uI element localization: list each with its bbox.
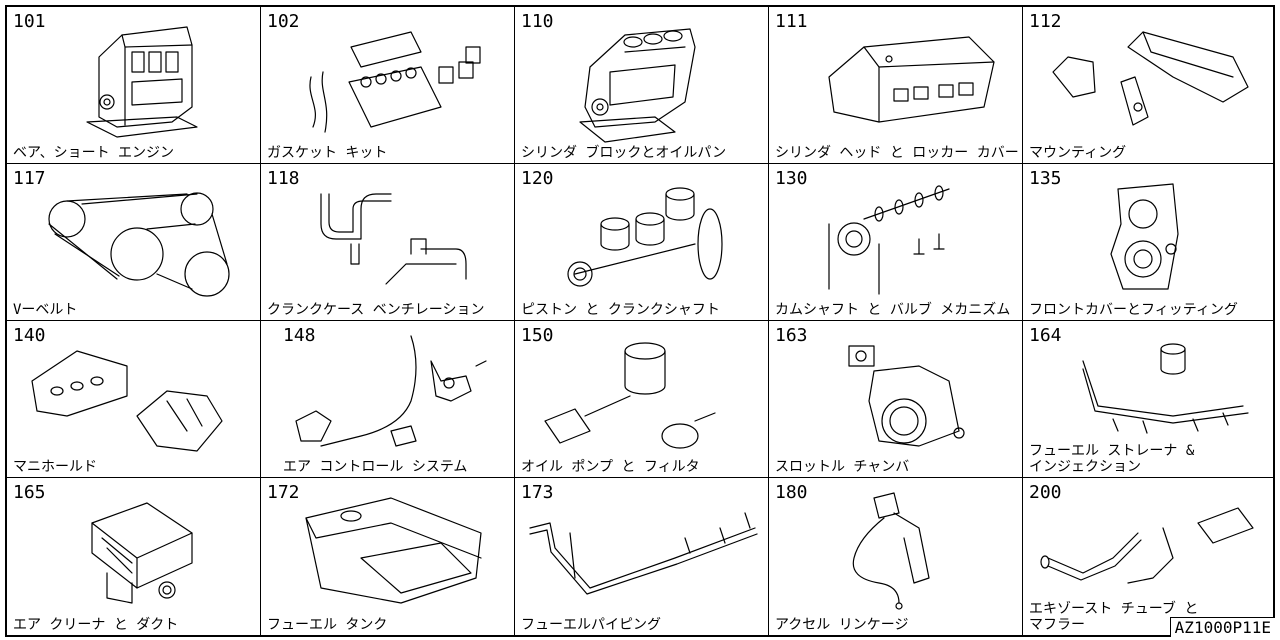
part-label: ガスケット キット	[267, 145, 388, 161]
catalog-cell-120[interactable]: 120 ピストン と クランクシャフト	[515, 164, 769, 321]
exhaust-muffler-icon	[1040, 507, 1254, 584]
part-code: 135	[1029, 168, 1062, 189]
mounting-icon	[1052, 31, 1249, 126]
part-code: 130	[775, 168, 808, 189]
part-code: 112	[1029, 11, 1062, 32]
part-label: フューエル タンク	[267, 617, 388, 633]
part-label: フューエル ストレーナ & インジェクション	[1029, 443, 1195, 475]
part-code: 173	[521, 482, 554, 503]
catalog-cell-164[interactable]: 164 フューエル ストレーナ & インジェクション	[1023, 321, 1273, 478]
catalog-cell-135[interactable]: 135 フロントカバーとフィッティング	[1023, 164, 1273, 321]
part-code: 200	[1029, 482, 1062, 503]
front-cover-icon	[1110, 183, 1179, 290]
part-label: マウンティング	[1029, 145, 1127, 161]
part-label: シリンダ ヘッド と ロッカー カバー	[775, 145, 1019, 161]
catalog-cell-165[interactable]: 165 エア クリーナ と ダクト	[7, 478, 261, 635]
part-label: Vーベルト	[13, 302, 78, 318]
part-code: 172	[267, 482, 300, 503]
crankcase-hose-icon	[320, 193, 467, 285]
catalog-cell-148[interactable]: 148 エア コントロール システム	[261, 321, 515, 478]
catalog-cell-200[interactable]: 200 エキゾースト チューブ と マフラー	[1023, 478, 1273, 635]
part-code: 102	[267, 11, 300, 32]
part-label: エア クリーナ と ダクト	[13, 617, 179, 633]
part-code: 164	[1029, 325, 1062, 346]
part-code: 101	[13, 11, 46, 32]
part-label: マニホールド	[13, 459, 97, 475]
parts-catalog-grid: 101 ベア、ショート エンジン 102 ガスケット キット 110	[5, 5, 1275, 637]
catalog-cell-180[interactable]: 180 アクセル リンケージ	[769, 478, 1023, 635]
piston-crankshaft-icon	[567, 187, 723, 287]
part-label: エキゾースト チューブ と マフラー	[1029, 601, 1199, 633]
part-label: ピストン と クランクシャフト	[521, 302, 720, 318]
part-label: シリンダ ブロックとオイルパン	[521, 145, 727, 161]
throttle-chamber-icon	[848, 345, 965, 447]
catalog-cell-101[interactable]: 101 ベア、ショート エンジン	[7, 7, 261, 164]
fuel-piping-icon	[529, 512, 758, 595]
oil-pump-filter-icon	[544, 342, 716, 449]
catalog-cell-110[interactable]: 110 シリンダ ブロックとオイルパン	[515, 7, 769, 164]
catalog-cell-112[interactable]: 112 マウンティング	[1023, 7, 1273, 164]
part-label: ベア、ショート エンジン	[13, 145, 175, 161]
cylinder-head-icon	[828, 36, 995, 123]
part-code: 148	[283, 325, 316, 346]
part-code: 120	[521, 168, 554, 189]
air-control-icon	[295, 335, 487, 447]
gasket-kit-icon	[309, 31, 481, 133]
part-label: エア コントロール システム	[283, 459, 468, 475]
catalog-cell-163[interactable]: 163 スロットル チャンバ	[769, 321, 1023, 478]
catalog-cell-150[interactable]: 150 オイル ポンプ と フィルタ	[515, 321, 769, 478]
part-label: フューエルパイピング	[521, 617, 661, 633]
catalog-cell-111[interactable]: 111 シリンダ ヘッド と ロッカー カバー	[769, 7, 1023, 164]
part-label: カムシャフト と バルブ メカニズム	[775, 302, 1011, 318]
catalog-cell-117[interactable]: 117 Vーベルト	[7, 164, 261, 321]
part-label: スロットル チャンバ	[775, 459, 910, 475]
part-code: 118	[267, 168, 300, 189]
part-code: 117	[13, 168, 46, 189]
part-code: 180	[775, 482, 808, 503]
catalog-cell-140[interactable]: 140 マニホールド	[7, 321, 261, 478]
part-code: 165	[13, 482, 46, 503]
fuel-tank-icon	[305, 497, 482, 604]
catalog-cell-102[interactable]: 102 ガスケット キット	[261, 7, 515, 164]
catalog-cell-130[interactable]: 130 カムシャフト と バルブ メカニズム	[769, 164, 1023, 321]
part-code: 163	[775, 325, 808, 346]
part-code: 150	[521, 325, 554, 346]
part-label: アクセル リンケージ	[775, 617, 909, 633]
engine-block-icon	[86, 26, 198, 138]
fuel-injection-icon	[1082, 343, 1249, 434]
camshaft-icon	[828, 185, 950, 295]
catalog-cell-118[interactable]: 118 クランクケース ベンチレーション	[261, 164, 515, 321]
part-code: 140	[13, 325, 46, 346]
air-cleaner-icon	[91, 502, 193, 604]
part-code: 111	[775, 11, 808, 32]
accelerator-linkage-icon	[852, 492, 930, 610]
part-label: フロントカバーとフィッティング	[1029, 302, 1238, 318]
part-label: オイル ポンプ と フィルタ	[521, 459, 700, 475]
manifold-icon	[31, 350, 223, 452]
v-belt-icon	[48, 192, 230, 297]
catalog-cell-172[interactable]: 172 フューエル タンク	[261, 478, 515, 635]
catalog-reference-code: AZ1000P11E	[1169, 617, 1275, 637]
part-code: 110	[521, 11, 554, 32]
part-label: クランクケース ベンチレーション	[267, 302, 485, 318]
cylinder-block-icon	[579, 28, 696, 143]
catalog-cell-173[interactable]: 173 フューエルパイピング	[515, 478, 769, 635]
